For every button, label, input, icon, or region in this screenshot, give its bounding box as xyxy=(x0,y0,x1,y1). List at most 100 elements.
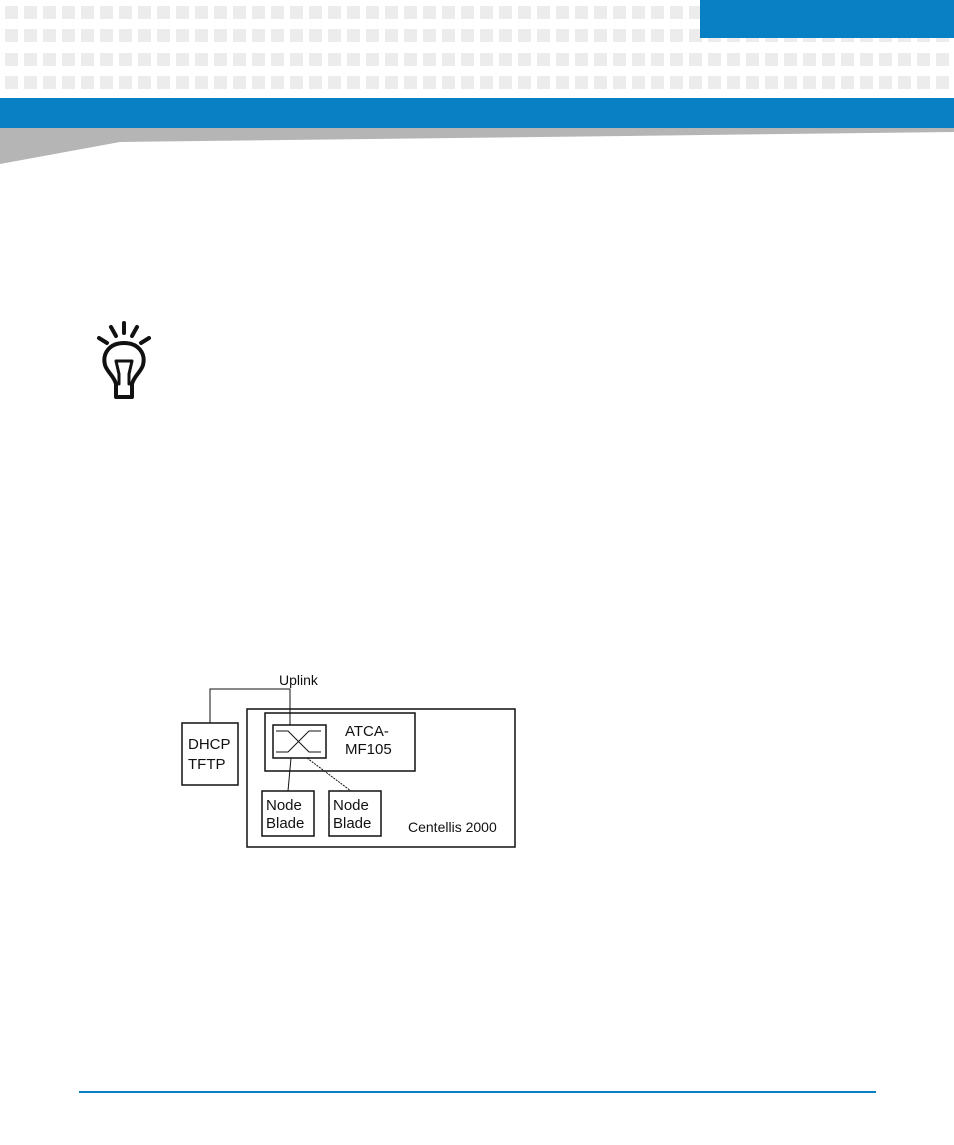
pattern-square xyxy=(252,53,265,66)
pattern-square xyxy=(5,76,18,89)
pattern-square xyxy=(366,53,379,66)
pattern-square xyxy=(670,53,683,66)
pattern-square xyxy=(366,6,379,19)
pattern-square xyxy=(518,29,531,42)
pattern-square xyxy=(157,6,170,19)
pattern-square xyxy=(803,53,816,66)
node-blade-2-line2: Blade xyxy=(333,815,371,832)
pattern-square xyxy=(594,53,607,66)
pattern-square xyxy=(613,6,626,19)
pattern-square xyxy=(43,6,56,19)
node-blade-1-line2: Blade xyxy=(266,815,304,832)
pattern-square xyxy=(480,53,493,66)
pattern-square xyxy=(480,6,493,19)
footer-rule xyxy=(79,1091,876,1093)
pattern-square xyxy=(157,76,170,89)
pattern-square xyxy=(100,53,113,66)
pattern-square xyxy=(309,76,322,89)
pattern-square xyxy=(100,6,113,19)
switch-box xyxy=(264,712,416,772)
pattern-square xyxy=(271,6,284,19)
pattern-square xyxy=(157,29,170,42)
pattern-square xyxy=(765,76,778,89)
node-blade-1 xyxy=(261,790,315,837)
pattern-square xyxy=(651,53,664,66)
pattern-square xyxy=(62,6,75,19)
pattern-square xyxy=(461,76,474,89)
node-link-1 xyxy=(287,757,292,792)
pattern-square xyxy=(461,29,474,42)
pattern-square xyxy=(860,53,873,66)
pattern-square xyxy=(62,76,75,89)
pattern-square xyxy=(195,53,208,66)
pattern-square xyxy=(556,76,569,89)
pattern-square xyxy=(632,29,645,42)
pattern-square xyxy=(499,53,512,66)
header-tab xyxy=(700,0,954,38)
pattern-square xyxy=(727,76,740,89)
pattern-square xyxy=(689,76,702,89)
pattern-square xyxy=(480,29,493,42)
pattern-square xyxy=(157,53,170,66)
pattern-square xyxy=(347,6,360,19)
pattern-square xyxy=(233,76,246,89)
pattern-square xyxy=(138,6,151,19)
pattern-square xyxy=(461,53,474,66)
pattern-square xyxy=(746,53,759,66)
pattern-square xyxy=(176,76,189,89)
pattern-square xyxy=(5,29,18,42)
pattern-square xyxy=(271,53,284,66)
pattern-square xyxy=(594,6,607,19)
node-blade-2-line1: Node xyxy=(333,797,369,814)
pattern-square xyxy=(708,76,721,89)
pattern-square xyxy=(176,6,189,19)
pattern-square xyxy=(195,6,208,19)
pattern-square xyxy=(176,53,189,66)
pattern-square xyxy=(290,76,303,89)
pattern-square xyxy=(138,53,151,66)
pattern-square xyxy=(632,6,645,19)
pattern-square xyxy=(518,53,531,66)
pattern-square xyxy=(670,76,683,89)
pattern-square xyxy=(936,53,949,66)
pattern-square xyxy=(708,53,721,66)
pattern-square xyxy=(689,53,702,66)
crossbar-symbol xyxy=(272,724,327,759)
pattern-square xyxy=(214,53,227,66)
uplink-line xyxy=(209,688,291,725)
pattern-square xyxy=(594,76,607,89)
pattern-square xyxy=(138,29,151,42)
pattern-square xyxy=(670,29,683,42)
switch-label-line1: ATCA- xyxy=(345,723,389,740)
pattern-square xyxy=(24,53,37,66)
uplink-label: Uplink xyxy=(279,672,319,688)
pattern-square xyxy=(195,29,208,42)
pattern-square xyxy=(689,29,702,42)
pattern-square xyxy=(442,53,455,66)
pattern-square xyxy=(423,76,436,89)
pattern-square xyxy=(5,6,18,19)
pattern-square xyxy=(822,76,835,89)
node-blade-2 xyxy=(328,790,382,837)
pattern-square xyxy=(347,76,360,89)
header-square-pattern xyxy=(0,0,954,98)
pattern-square xyxy=(347,53,360,66)
pattern-square xyxy=(176,29,189,42)
pattern-square xyxy=(765,53,778,66)
pattern-square xyxy=(651,29,664,42)
pattern-square xyxy=(252,76,265,89)
pattern-square xyxy=(423,53,436,66)
pattern-square xyxy=(81,76,94,89)
pattern-square xyxy=(537,29,550,42)
pattern-square xyxy=(651,76,664,89)
pattern-square xyxy=(43,29,56,42)
pattern-square xyxy=(575,53,588,66)
pattern-square xyxy=(822,53,835,66)
pattern-square xyxy=(309,53,322,66)
pattern-square xyxy=(290,53,303,66)
pattern-square xyxy=(898,53,911,66)
pattern-square xyxy=(252,29,265,42)
pattern-square xyxy=(195,76,208,89)
network-diagram: Uplink DHCP TFTP Centellis 2000 ATCA- MF… xyxy=(170,665,530,855)
pattern-square xyxy=(214,6,227,19)
